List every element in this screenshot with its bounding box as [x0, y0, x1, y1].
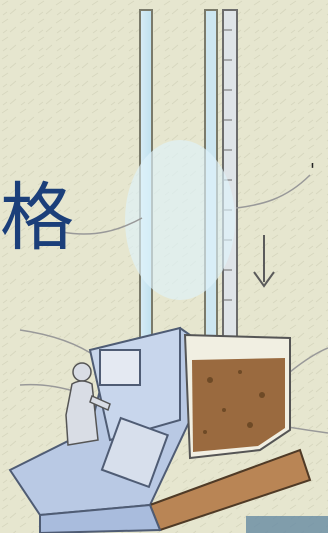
- control-panel: [100, 416, 170, 489]
- down-arrow-icon: [253, 235, 275, 288]
- stray-mark: ': [310, 160, 315, 181]
- slide-heading-char: 格: [0, 175, 74, 261]
- display-window: [99, 349, 141, 386]
- corner-block: [246, 516, 328, 533]
- human-figure-icon: [65, 362, 111, 446]
